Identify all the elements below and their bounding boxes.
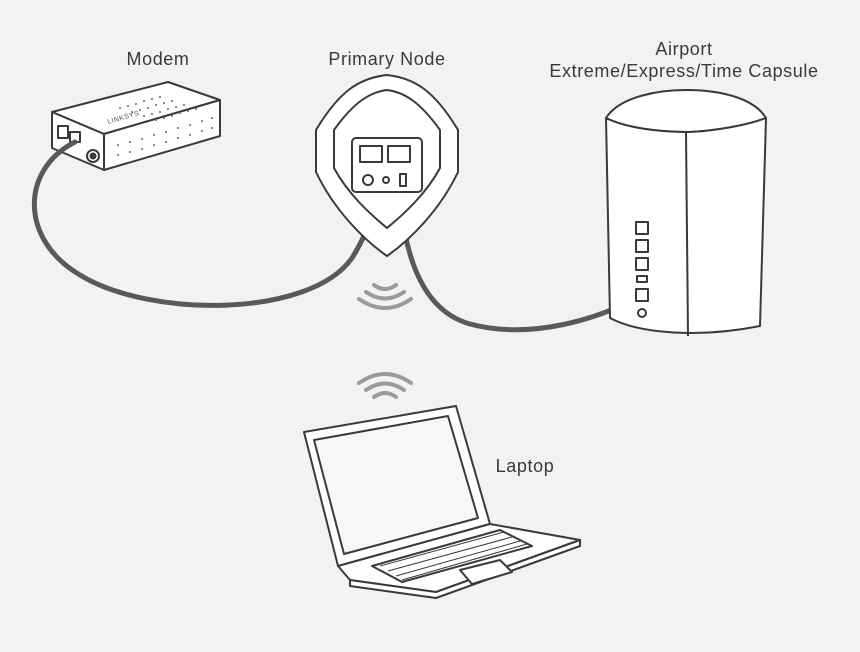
airport-label-line1: Airport bbox=[655, 39, 713, 59]
primary-node-device bbox=[315, 74, 459, 257]
airport-usb-port bbox=[636, 275, 648, 283]
airport-port-1 bbox=[635, 221, 649, 235]
airport-port-2 bbox=[635, 239, 649, 253]
primary-node-label: Primary Node bbox=[328, 49, 446, 69]
laptop-device bbox=[303, 405, 581, 599]
airport-wan-port bbox=[635, 288, 649, 302]
laptop-wifi-icon bbox=[357, 372, 413, 399]
airport-device bbox=[605, 89, 767, 337]
node-wifi-icon bbox=[357, 283, 413, 310]
modem-vents bbox=[117, 96, 213, 156]
node-ethernet-port-2 bbox=[387, 145, 411, 163]
node-power-port bbox=[362, 174, 374, 186]
laptop-keys bbox=[379, 531, 528, 581]
modem-power-port bbox=[57, 125, 69, 139]
airport-label: Airport Extreme/Express/Time Capsule bbox=[534, 38, 834, 82]
node-ethernet-port-1 bbox=[359, 145, 383, 163]
modem-device bbox=[51, 81, 221, 171]
modem-label: Modem bbox=[126, 49, 190, 69]
airport-port-3 bbox=[635, 257, 649, 271]
laptop-trackpad bbox=[459, 559, 513, 585]
laptop-label: Laptop bbox=[495, 456, 555, 476]
airport-power-port bbox=[637, 308, 647, 318]
airport-label-line2: Extreme/Express/Time Capsule bbox=[549, 61, 819, 81]
